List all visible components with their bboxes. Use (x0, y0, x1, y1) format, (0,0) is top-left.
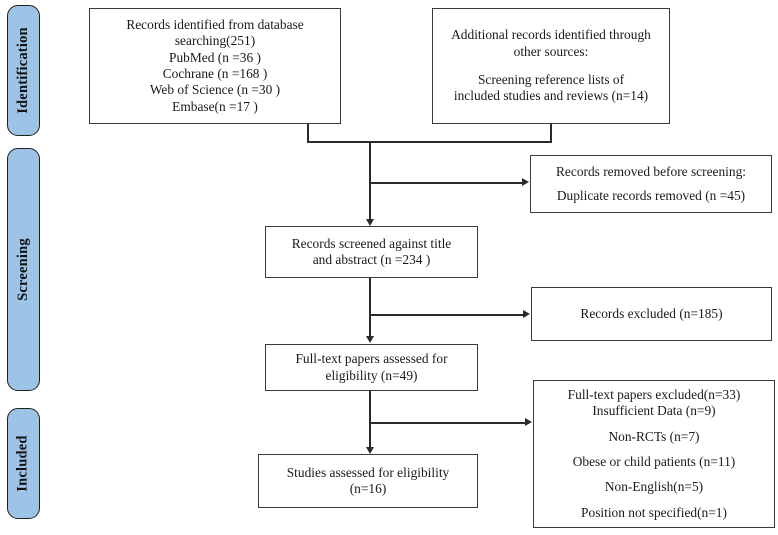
stage-label-identification-text: Identification (15, 27, 31, 114)
box-studies-included: Studies assessed for eligibility (n=16) (258, 454, 478, 508)
box-records-screened-line-2: and abstract (n =234 ) (312, 252, 431, 267)
arrow-right-to-records-excluded (523, 309, 530, 318)
arrow-down-to-records-screened (365, 219, 374, 226)
box-records-screened: Records screened against title and abstr… (265, 226, 478, 278)
box-database-records-line-2: searching(251) (174, 33, 256, 49)
arrow-right-to-duplicates-removed (522, 177, 529, 186)
box-database-records-line-4: Cochrane (n =168 ) (162, 66, 268, 81)
box-fulltext-excluded-line-2: Insufficient Data (n=9) (592, 403, 716, 419)
box-other-sources: Additional records identified through ot… (432, 8, 670, 124)
arrow-down-to-studies-included (365, 447, 374, 454)
connector-database-records-down (307, 124, 309, 142)
box-records-excluded-line-1: Records excluded (n=185) (580, 305, 723, 321)
box-studies-included-line-2: (n=16) (349, 481, 387, 496)
connector-other-sources-down (550, 124, 552, 142)
arrow-down-to-fulltext-assessed (365, 336, 374, 343)
box-duplicates-removed-line-2: Duplicate records removed (n =45) (556, 187, 746, 203)
box-fulltext-excluded-line-3: Non-RCTs (n=7) (608, 428, 700, 444)
box-other-sources-line-2: other sources: (513, 43, 589, 59)
box-other-sources-line-4: included studies and reviews (n=14) (453, 88, 649, 104)
connector-branch-to-fulltext-excluded (369, 422, 525, 424)
box-database-records-line-1: Records identified from database (126, 16, 304, 32)
stage-label-included-text: Included (15, 435, 31, 492)
connector-branch-to-duplicates-removed (369, 182, 522, 184)
connector-branch-to-records-excluded (369, 314, 523, 316)
box-fulltext-assessed-line-2: eligibility (n=49) (325, 367, 418, 383)
stage-label-screening: Screening (7, 148, 40, 391)
box-fulltext-assessed-line-1: Full-text papers assessed for (295, 351, 448, 367)
box-database-records-line-5: Web of Science (n =30 ) (149, 82, 281, 98)
box-fulltext-excluded: Full-text papers excluded(n=33) Insuffic… (533, 380, 775, 528)
connector-spine-to-records-screened (369, 141, 371, 219)
box-records-screened-line-1: Records screened against title (291, 235, 452, 251)
stage-label-identification: Identification (7, 5, 40, 136)
box-fulltext-excluded-line-4: Obese or child patients (n=11) (572, 454, 736, 469)
arrow-right-to-fulltext-excluded (525, 417, 532, 426)
box-fulltext-excluded-line-6: Position not specified(n=1) (581, 504, 727, 520)
connector-spine-to-fulltext-assessed (369, 278, 371, 336)
box-database-records: Records identified from database searchi… (89, 8, 341, 124)
box-records-excluded: Records excluded (n=185) (531, 287, 772, 341)
box-fulltext-assessed: Full-text papers assessed for eligibilit… (265, 344, 478, 391)
box-other-sources-line-3: Screening reference lists of (477, 72, 625, 87)
stage-label-included: Included (7, 408, 40, 519)
box-database-records-line-3: PubMed (n =36 ) (169, 49, 261, 65)
box-duplicates-removed-line-1: Records removed before screening: (556, 164, 746, 180)
box-database-records-line-6: Embase(n =17 ) (172, 98, 258, 114)
box-duplicates-removed: Records removed before screening: Duplic… (530, 155, 772, 213)
box-fulltext-excluded-line-5: Non-English(n=5) (604, 479, 704, 495)
box-fulltext-excluded-line-1: Full-text papers excluded(n=33) (567, 386, 741, 402)
connector-merge-bar (307, 141, 552, 143)
connector-spine-to-studies-included (369, 391, 371, 447)
box-other-sources-line-1: Additional records identified through (451, 27, 651, 43)
stage-label-screening-text: Screening (15, 238, 32, 301)
box-studies-included-line-1: Studies assessed for eligibility (286, 464, 450, 480)
